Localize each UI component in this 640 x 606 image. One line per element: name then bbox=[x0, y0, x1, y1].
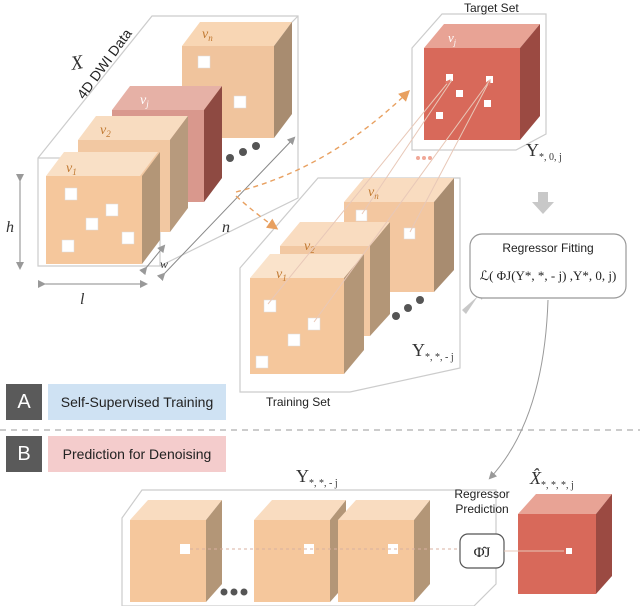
output-x-label: X̂*, *, *, j bbox=[529, 468, 574, 491]
dim-l: l bbox=[80, 291, 85, 308]
mapping-lines bbox=[267, 79, 491, 323]
regressor-title: Regressor Fitting bbox=[502, 241, 593, 255]
training-y-label: Y*, *, - j bbox=[412, 340, 454, 363]
target-set bbox=[411, 13, 547, 160]
regressor-pred-label-1: Regressor bbox=[454, 487, 509, 501]
training-set bbox=[239, 177, 461, 393]
panel-a-label: Self-Supervised Training bbox=[48, 384, 226, 420]
v2-label: v2 bbox=[100, 123, 111, 139]
target-set-title: Target Set bbox=[464, 1, 519, 15]
phi-hat-label: Φ̂J bbox=[474, 545, 491, 561]
x-symbol: X bbox=[68, 51, 86, 75]
target-y-label: Y*, 0, j bbox=[526, 140, 562, 163]
train-v1-label: v1 bbox=[276, 267, 287, 283]
training-set-title: Training Set bbox=[266, 395, 331, 409]
train-vn-label: vn bbox=[368, 185, 379, 201]
to-prediction-arrow bbox=[488, 299, 549, 480]
panel-a-tag: A bbox=[6, 384, 42, 420]
to-training-arrow bbox=[235, 195, 279, 230]
target-vj-label: vj bbox=[448, 30, 457, 47]
regressor-formula: ℒ( ΦJ(Y*, *, - j) ,Y*, 0, j) bbox=[480, 268, 617, 283]
panel-b-label: Prediction for Denoising bbox=[48, 436, 226, 472]
vn-label: vn bbox=[202, 27, 213, 43]
panel-b-tag: B bbox=[6, 436, 42, 472]
regressor-pred-label-2: Prediction bbox=[455, 502, 508, 516]
dim-n: n bbox=[222, 219, 230, 236]
prediction-input-y: Y*, *, - j bbox=[296, 466, 338, 489]
prediction-stack bbox=[121, 489, 497, 606]
to-target-arrow bbox=[235, 90, 411, 193]
dim-h: h bbox=[6, 219, 14, 236]
output-cube bbox=[504, 494, 612, 594]
down-block-arrow bbox=[532, 192, 554, 214]
train-v2-label: v2 bbox=[304, 239, 315, 255]
v1-label: v1 bbox=[66, 161, 77, 177]
dim-w: w bbox=[160, 257, 168, 271]
vj-label: vj bbox=[140, 93, 149, 109]
dwi-data-stack bbox=[16, 15, 299, 288]
regressor-fitting-box bbox=[469, 233, 627, 299]
